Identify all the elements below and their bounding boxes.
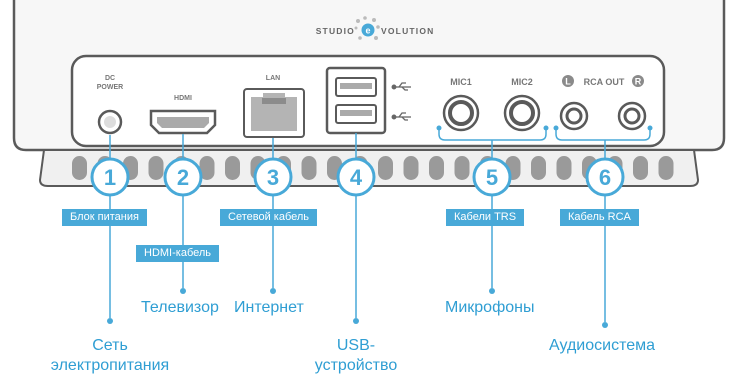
dc-power-label-line1: DC: [105, 75, 115, 82]
vent-slot: [378, 156, 393, 180]
connector-endpoints: [107, 125, 653, 328]
vent-slot: [556, 156, 572, 180]
vent-slot: [403, 156, 419, 180]
dest-microphones: Микрофоны: [445, 299, 535, 316]
tag-network-cable: Сетевой кабель: [220, 209, 318, 226]
vent-slot: [225, 156, 240, 180]
rca-right-badge: R: [632, 75, 644, 87]
dest-internet: Интернет: [234, 299, 304, 316]
callout-5-number: 5: [472, 157, 512, 197]
dest-usb-device-line1: USB-: [336, 337, 376, 354]
mic1-jack: [442, 94, 480, 132]
callout-2-number: 2: [163, 157, 203, 197]
vent-slot: [199, 156, 215, 180]
svg-text:L: L: [565, 77, 571, 87]
hdmi-label: HDMI: [174, 95, 192, 102]
dest-power-grid-line1: Сеть: [92, 337, 128, 354]
lan-label: LAN: [266, 75, 280, 82]
rca-right-jack: [617, 101, 647, 131]
rca-left-badge: L: [562, 75, 574, 87]
tag-trs-cables: Кабели TRS: [446, 209, 525, 226]
vent-slot: [531, 156, 546, 180]
mic2-label: MIC2: [511, 77, 533, 87]
usb-icon: [391, 112, 411, 121]
mic2-jack: [503, 94, 541, 132]
callout-4-number: 4: [336, 157, 376, 197]
svg-text:3: 3: [267, 165, 279, 190]
lan-port: [243, 88, 305, 138]
dc-power-label-line2: POWER: [97, 84, 123, 91]
brand-right: VOLUTION: [381, 26, 435, 36]
svg-text:R: R: [635, 77, 642, 87]
tag-hdmi-cable: HDMI-кабель: [136, 245, 220, 262]
rca-out-label: RCA OUT: [584, 77, 625, 87]
dest-audio-system: Аудиосистема: [549, 337, 656, 354]
vent-slot: [429, 156, 444, 180]
vent-slot: [148, 156, 164, 180]
svg-text:4: 4: [350, 165, 363, 190]
vent-slot: [633, 156, 648, 180]
dc-power-port: [97, 109, 123, 135]
vent-slot: [454, 156, 470, 180]
usb-ports: [325, 66, 387, 135]
tag-power-supply: Блок питания: [62, 209, 147, 226]
svg-text:5: 5: [486, 165, 498, 190]
dest-power-grid: Сеть электропитания: [40, 336, 180, 376]
callout-3-number: 3: [253, 157, 293, 197]
dest-power-grid-line2: электропитания: [50, 357, 170, 374]
svg-text:1: 1: [104, 165, 116, 190]
brand-left: STUDIO: [316, 26, 355, 36]
dest-usb-device-line2: устройство: [314, 357, 398, 374]
tag-rca-cable: Кабель RCA: [560, 209, 639, 226]
vent-slot: [658, 156, 674, 180]
dest-usb-device: USB- устройство: [300, 336, 412, 376]
vent-slot: [72, 156, 87, 180]
brand-logo-icon: e: [354, 16, 380, 40]
mic1-label: MIC1: [450, 77, 472, 87]
svg-text:e: e: [365, 26, 370, 36]
svg-text:2: 2: [177, 165, 189, 190]
svg-text:6: 6: [599, 165, 611, 190]
rca-left-jack: [559, 101, 589, 131]
usb-icon: [391, 82, 411, 91]
hdmi-port: [149, 109, 217, 135]
callout-1-number: 1: [90, 157, 130, 197]
callout-6-number: 6: [585, 157, 625, 197]
dest-tv: Телевизор: [141, 299, 219, 316]
vent-slot: [301, 156, 317, 180]
